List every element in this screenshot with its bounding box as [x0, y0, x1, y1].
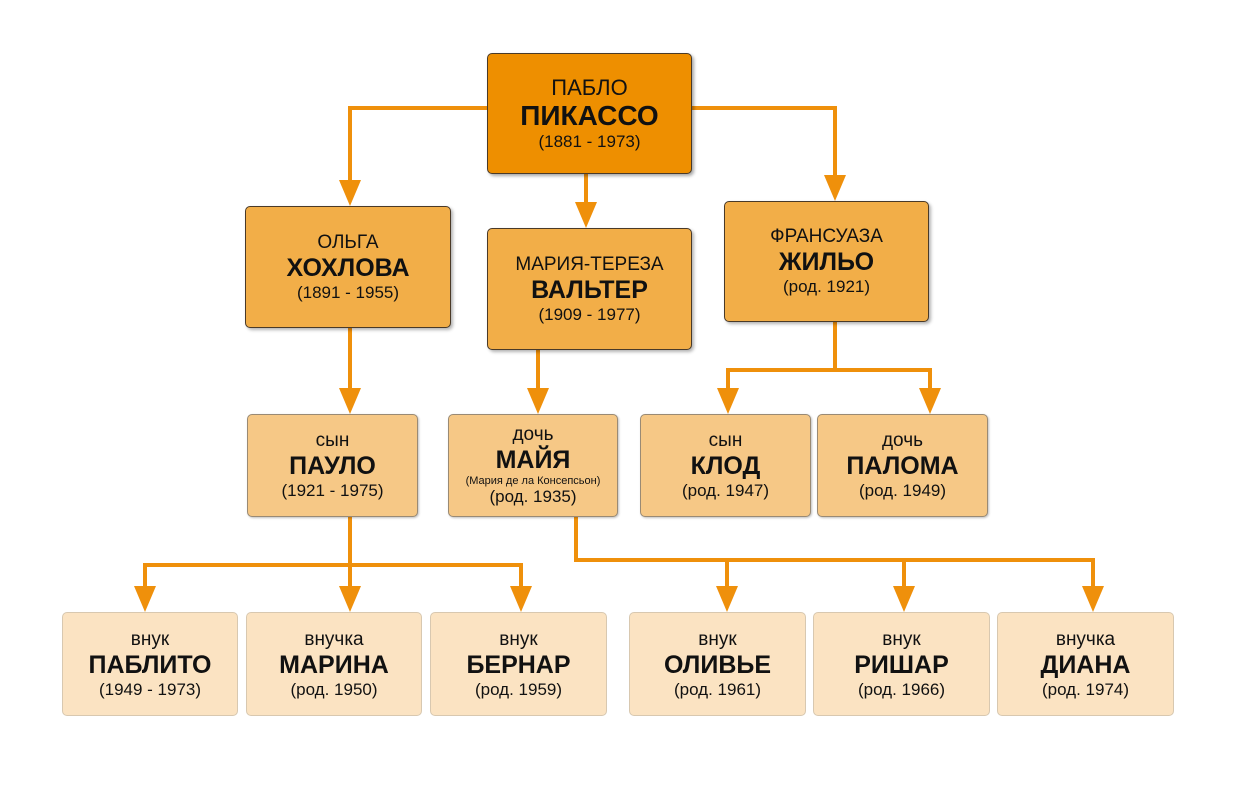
dates: (род. 1947) [681, 481, 770, 501]
arrow-head-icon [716, 586, 738, 612]
dates: (род. 1961) [673, 679, 762, 699]
last-name: ВАЛЬТЕР [531, 275, 648, 304]
last-name: ЖИЛЬО [778, 248, 875, 277]
dates: (род. 1921) [782, 277, 871, 297]
relation: внучка [1055, 628, 1116, 650]
dates: (1891 - 1955) [296, 282, 400, 302]
node-francoise-gilot: ФРАНСУАЗА ЖИЛЬО (род. 1921) [724, 201, 929, 322]
name: БЕРНАР [466, 650, 571, 679]
relation: сын [315, 430, 350, 452]
dates: (род. 1974) [1041, 679, 1130, 699]
dates: (род. 1959) [474, 679, 563, 699]
node-paulo: сын ПАУЛО (1921 - 1975) [247, 414, 418, 517]
dates: (1949 - 1973) [98, 679, 202, 699]
first-name: ОЛЬГА [317, 231, 379, 253]
first-name: ПАБЛО [551, 74, 628, 100]
relation: внук [130, 628, 170, 650]
dates: (род. 1935) [489, 487, 577, 507]
dates: (род. 1966) [857, 679, 946, 699]
arrow-head-icon [510, 586, 532, 612]
arrow-head-icon [824, 175, 846, 201]
full-name-note: (Мария де ла Консепсьон) [465, 474, 601, 487]
first-name: ФРАНСУАЗА [770, 226, 883, 248]
arrow-head-icon [575, 202, 597, 228]
arrow-head-icon [527, 388, 549, 414]
node-marie-therese-walter: МАРИЯ-ТЕРЕЗА ВАЛЬТЕР (1909 - 1977) [487, 228, 692, 350]
node-paloma: дочь ПАЛОМА (род. 1949) [817, 414, 988, 517]
name: ДИАНА [1040, 650, 1131, 679]
node-claude: сын КЛОД (род. 1947) [640, 414, 811, 517]
node-diana: внучка ДИАНА (род. 1974) [997, 612, 1174, 716]
name: ПАБЛИТО [88, 650, 212, 679]
arrow-head-icon [339, 180, 361, 206]
dates: (1881 - 1973) [538, 132, 641, 152]
name: ПАУЛО [289, 452, 376, 481]
arrow-head-icon [339, 586, 361, 612]
relation: внук [882, 628, 921, 650]
last-name: ХОХЛОВА [286, 253, 410, 282]
node-pablo-picasso: ПАБЛО ПИКАССО (1881 - 1973) [487, 53, 692, 174]
arrow-head-icon [717, 388, 739, 414]
connector [143, 563, 523, 591]
name: МАЙЯ [495, 445, 571, 474]
first-name: МАРИЯ-ТЕРЕЗА [515, 253, 664, 275]
connector [574, 517, 1095, 591]
arrow-head-icon [893, 586, 915, 612]
relation: внучка [304, 628, 364, 650]
arrow-head-icon [134, 586, 156, 612]
relation: внук [499, 628, 538, 650]
relation: дочь [881, 430, 924, 452]
node-bernard: внук БЕРНАР (род. 1959) [430, 612, 607, 716]
arrow-head-icon [339, 388, 361, 414]
name: МАРИНА [279, 650, 389, 679]
node-olivier: внук ОЛИВЬЕ (род. 1961) [629, 612, 806, 716]
name: ПАЛОМА [846, 452, 959, 481]
node-maya: дочь МАЙЯ (Мария де ла Консепсьон) (род.… [448, 414, 618, 517]
connector [726, 368, 932, 393]
node-pablito: внук ПАБЛИТО (1949 - 1973) [62, 612, 238, 716]
node-richard: внук РИШАР (род. 1966) [813, 612, 990, 716]
dates: (род. 1949) [858, 481, 947, 501]
dates: (1921 - 1975) [281, 481, 384, 501]
last-name: ПИКАССО [520, 100, 659, 132]
node-marina: внучка МАРИНА (род. 1950) [246, 612, 422, 716]
name: РИШАР [854, 650, 949, 679]
relation: внук [698, 628, 737, 650]
dates: (род. 1950) [290, 679, 378, 699]
relation: сын [708, 430, 743, 452]
dates: (1909 - 1977) [538, 304, 641, 324]
connector [348, 106, 487, 185]
node-olga-khokhlova: ОЛЬГА ХОХЛОВА (1891 - 1955) [245, 206, 451, 328]
name: КЛОД [690, 452, 761, 481]
arrow-head-icon [1082, 586, 1104, 612]
arrow-head-icon [919, 388, 941, 414]
connector [692, 106, 837, 180]
name: ОЛИВЬЕ [663, 650, 772, 679]
relation: дочь [512, 424, 554, 446]
